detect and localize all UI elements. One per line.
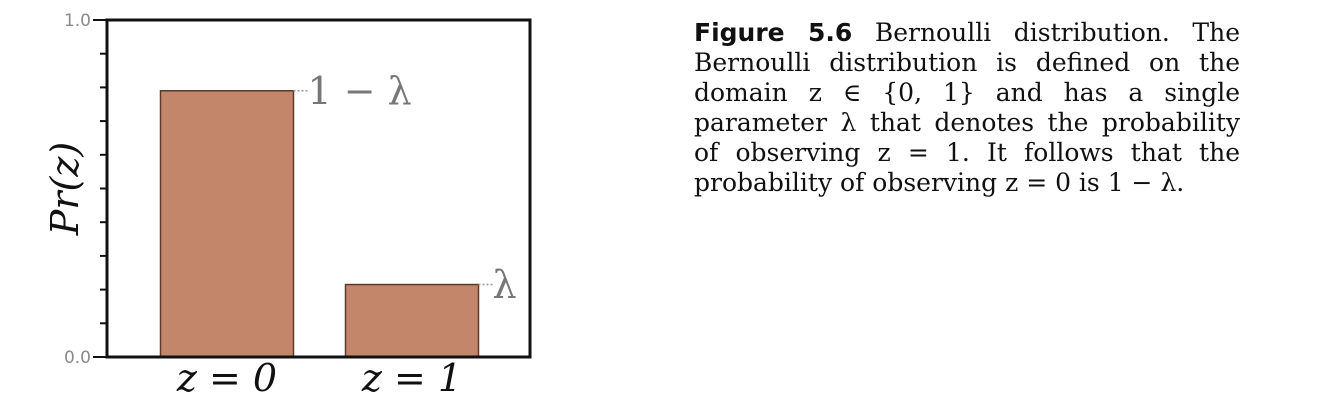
x-category-label: z = 1 xyxy=(361,356,462,400)
y-axis-label: Pr(z) xyxy=(43,142,87,236)
caption-figure-label: Figure 5.6 xyxy=(694,18,853,47)
x-category-label: z = 0 xyxy=(176,356,277,400)
bar-chart-svg: 1 − λ z = 0 λ z = 1 0.0 1.0 Pr(z) xyxy=(43,11,532,400)
bar-0 xyxy=(159,90,295,358)
bar-annotation: λ xyxy=(493,263,517,307)
bar-annotation: 1 − λ xyxy=(308,69,412,113)
axes-frame xyxy=(105,18,532,359)
bar-1 xyxy=(344,283,480,358)
chart: 1 − λ z = 0 λ z = 1 0.0 1.0 Pr(z) xyxy=(0,0,600,404)
figure-caption: Figure 5.6 Bernoulli distribution. The B… xyxy=(694,18,1240,198)
y-tick-label: 1.0 xyxy=(64,11,91,31)
y-tick-label: 0.0 xyxy=(64,348,91,368)
caption-text: Bernoulli distribution. The Bernoulli di… xyxy=(694,18,1240,197)
